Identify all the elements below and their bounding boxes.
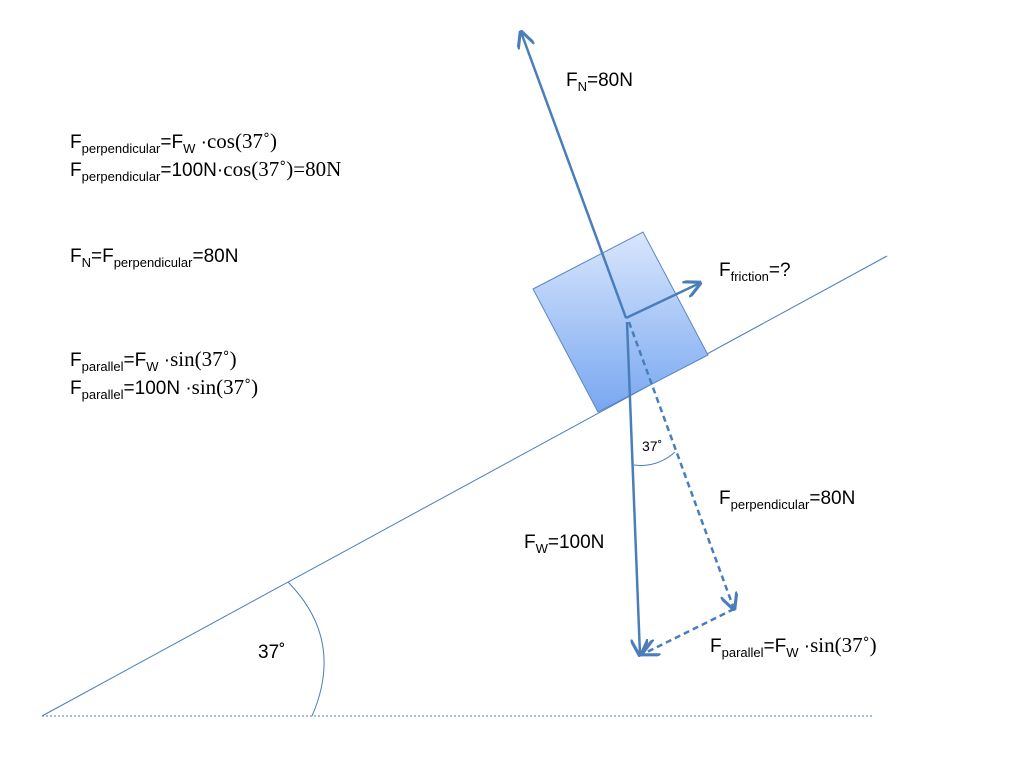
eq-perpendicular-formula: Fperpendicular=FW ·cos(37˚) [70, 129, 277, 156]
label-normal-force: FN=80N [566, 70, 633, 94]
weight-arrow [625, 321, 640, 655]
label-friction: Ffriction=? [719, 260, 791, 284]
incline-angle-arc [287, 581, 325, 717]
label-perpendicular: Fperpendicular=80N [719, 488, 856, 512]
incline-line [41, 255, 888, 717]
label-incline-angle: 37˚ [258, 642, 286, 663]
friction-arrow [625, 283, 700, 320]
label-parallel: Fparallel=FW ·sin(37˚) [710, 633, 877, 660]
parallel-component-arrow [643, 607, 735, 654]
eq-perpendicular-value: Fperpendicular=100N·cos(37˚)=80N [70, 157, 342, 184]
eq-parallel-value: Fparallel=100N ·sin(37˚) [70, 375, 259, 402]
eq-normal-equals-perpendicular: FN=Fperpendicular=80N [70, 246, 239, 270]
label-small-angle: 37˚ [642, 438, 663, 454]
normal-force-arrow [521, 32, 628, 319]
small-angle-arc [633, 451, 676, 466]
block [532, 231, 709, 413]
eq-parallel-formula: Fparallel=FW ·sin(37˚) [70, 347, 237, 374]
label-weight: FW=100N [524, 532, 605, 556]
perpendicular-component-arrow [627, 321, 734, 609]
